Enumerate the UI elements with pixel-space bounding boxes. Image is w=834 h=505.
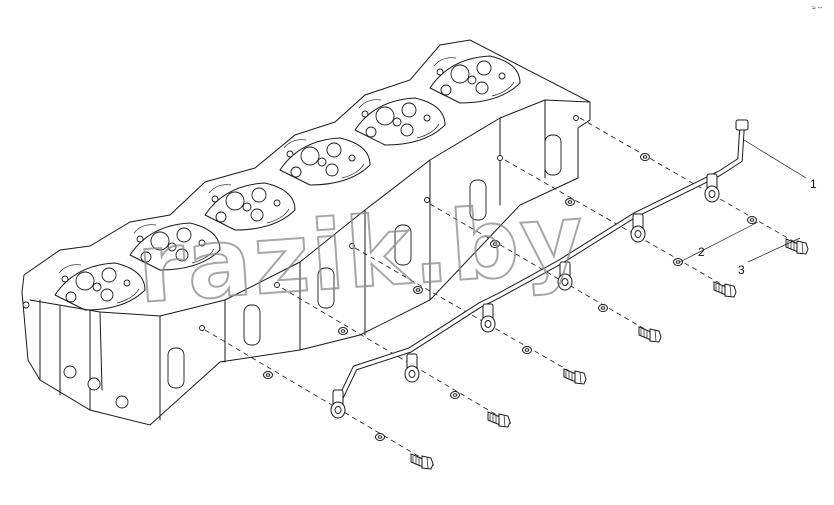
- callout-2: 2: [698, 245, 705, 259]
- banjo-bolts: [410, 238, 809, 470]
- cylinder-top-3: [204, 182, 296, 231]
- cylinder-top-4: [279, 137, 371, 186]
- banjo-fitting-5: [630, 213, 646, 243]
- banjo-fitting-2: [404, 353, 420, 383]
- sealing-washer-12: [747, 216, 757, 224]
- sealing-washer-11: [640, 153, 650, 161]
- sealing-washer-4: [450, 391, 460, 399]
- cylinder-top-2: [129, 222, 221, 271]
- sealing-washer-3: [338, 327, 348, 335]
- cylinder-top-5: [354, 97, 446, 146]
- cylinder-head-assembly: [21, 39, 591, 426]
- sealing-washer-9: [565, 198, 575, 206]
- callout-1: 1: [810, 177, 817, 191]
- banjo-bolt-2: [487, 411, 511, 428]
- cylinder-top-1: [54, 262, 146, 311]
- sealing-washer-8: [598, 304, 608, 312]
- assembly-axis-lines: [204, 117, 806, 467]
- banjo-fitting-1: [330, 389, 346, 419]
- fuel-leak-off-pipe: [330, 119, 749, 419]
- callout-3: 3: [738, 263, 745, 277]
- sealing-washer-7: [490, 240, 500, 248]
- banjo-fitting-3: [480, 303, 496, 333]
- washers: [263, 153, 757, 441]
- sealing-washer-1: [263, 371, 273, 379]
- banjo-bolt-1: [410, 453, 434, 470]
- sealing-washer-10: [673, 258, 683, 266]
- banjo-fitting-4: [557, 261, 573, 291]
- cylinder-top-6: [429, 55, 521, 104]
- corner-mark: ≈ --: [812, 5, 823, 12]
- banjo-bolt-4: [638, 326, 662, 343]
- banjo-bolt-3: [563, 368, 587, 385]
- banjo-bolt-6: [785, 238, 809, 255]
- sealing-washer-2: [375, 433, 385, 441]
- sealing-washer-6: [522, 346, 532, 354]
- cylinder-top-details: [54, 55, 521, 311]
- banjo-fitting-6: [704, 173, 720, 203]
- sealing-washer-5: [413, 286, 423, 294]
- banjo-bolt-5: [713, 281, 737, 298]
- leader-lines: [679, 139, 807, 263]
